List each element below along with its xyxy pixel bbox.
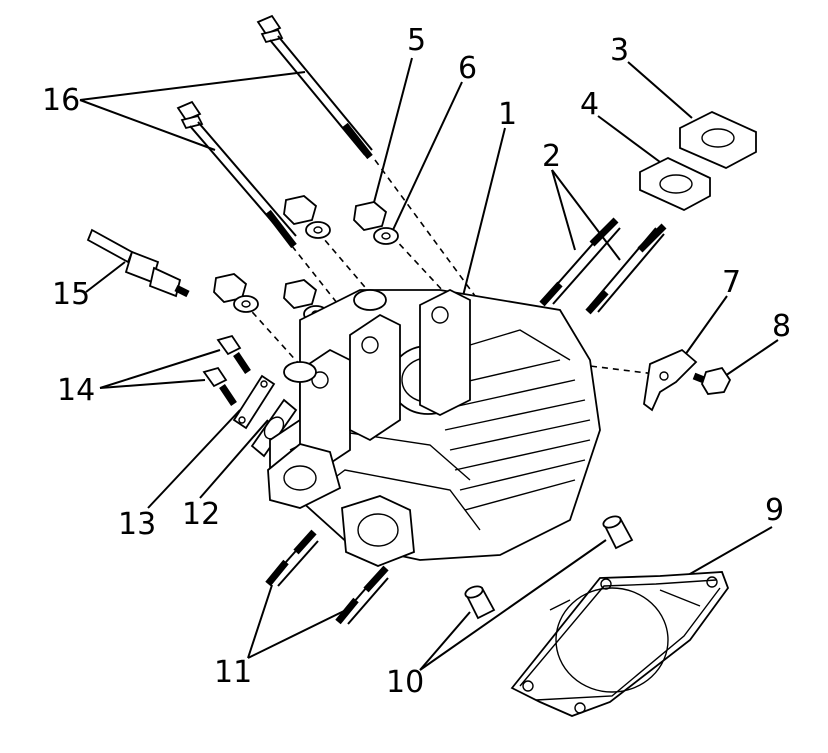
callout-12: 12	[182, 497, 221, 532]
leader-8	[721, 339, 779, 379]
callout-4: 4	[580, 87, 600, 122]
callout-8: 8	[772, 309, 792, 344]
leader-10-a	[419, 611, 471, 671]
callout-15: 15	[52, 277, 91, 312]
long-bolt-upper	[256, 14, 373, 160]
bracket-bolt	[692, 366, 732, 395]
callout-9: 9	[765, 493, 785, 528]
leader-6	[391, 81, 463, 233]
leader-10-b	[419, 539, 607, 671]
leader-1	[461, 127, 506, 301]
leader-16-b	[79, 99, 216, 151]
lower-studs	[265, 529, 389, 625]
callout-6: 6	[458, 51, 478, 86]
leader-5	[371, 57, 413, 211]
callout-5: 5	[407, 23, 427, 58]
small-bolts	[202, 334, 251, 406]
callout-7: 7	[722, 265, 742, 300]
callout-11: 11	[214, 655, 253, 690]
callout-3: 3	[610, 33, 630, 68]
leader-2-b	[551, 169, 621, 261]
leader-11-a	[247, 584, 273, 659]
leader-7	[679, 295, 728, 363]
dowel-pins	[464, 515, 634, 620]
cylinder-head	[267, 288, 601, 567]
bracket	[643, 348, 698, 412]
exhaust-gasket-13	[232, 374, 276, 430]
leader-3	[627, 61, 693, 119]
spark-plug	[86, 228, 190, 298]
long-bolt-lower	[176, 100, 297, 249]
leader-16-a	[79, 71, 306, 101]
callout-14: 14	[57, 373, 96, 408]
studs-upper	[539, 217, 667, 315]
leader-12	[199, 419, 269, 499]
leader-13	[147, 409, 241, 509]
leader-lines	[79, 57, 779, 671]
callout-2: 2	[542, 139, 562, 174]
head-gasket	[510, 571, 730, 717]
callout-16: 16	[42, 83, 81, 118]
leader-4	[597, 115, 661, 163]
callout-1: 1	[498, 97, 518, 132]
leader-15	[85, 261, 126, 293]
leader-2-a	[551, 169, 576, 251]
intake-spacer	[679, 111, 757, 169]
leader-11-b	[247, 609, 347, 659]
intake-gasket	[639, 156, 711, 212]
nuts-and-washers	[213, 195, 399, 323]
callout-13: 13	[118, 507, 157, 542]
callout-10: 10	[386, 665, 425, 700]
leader-14-a	[99, 349, 221, 389]
leader-14-b	[99, 379, 206, 389]
